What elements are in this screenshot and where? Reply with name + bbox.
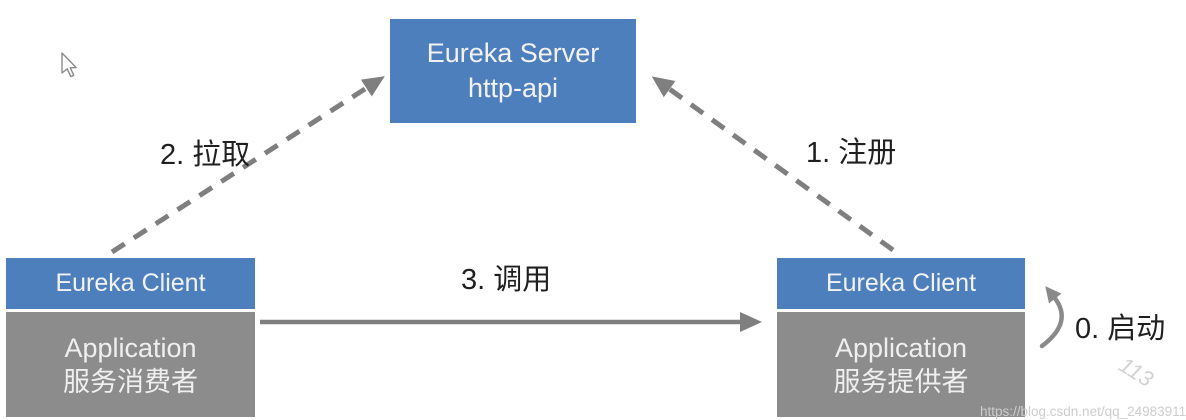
consumer-app-label: Application — [64, 332, 197, 363]
server-subtitle: http-api — [467, 73, 559, 103]
provider-client-header: Eureka Client — [777, 258, 1025, 309]
start-arrow — [1039, 286, 1064, 349]
provider-role-label: 服务提供者 — [833, 366, 969, 397]
mouse-cursor — [61, 52, 77, 78]
eureka-server-box: Eureka Server http-api — [390, 19, 636, 123]
watermark-diagonal: 113 — [1114, 352, 1158, 392]
watermark-url: https://blog.csdn.net/qq_24983911 — [980, 404, 1186, 419]
server-title: Eureka Server — [426, 38, 600, 68]
step-label-pull: 2. 拉取 — [160, 139, 251, 171]
consumer-application-box: Application 服务消费者 — [6, 312, 255, 417]
provider-app-label: Application — [834, 332, 968, 363]
consumer-role-label: 服务消费者 — [63, 366, 198, 397]
provider-application-box: Application 服务提供者 — [777, 312, 1025, 417]
step-label-invoke: 3. 调用 — [461, 264, 552, 296]
consumer-client-label: Eureka Client — [55, 269, 206, 297]
step-label-register: 1. 注册 — [806, 137, 897, 169]
step-label-start: 0. 启动 — [1075, 313, 1166, 345]
provider-client-label: Eureka Client — [825, 269, 977, 297]
consumer-client-header: Eureka Client — [6, 258, 255, 309]
